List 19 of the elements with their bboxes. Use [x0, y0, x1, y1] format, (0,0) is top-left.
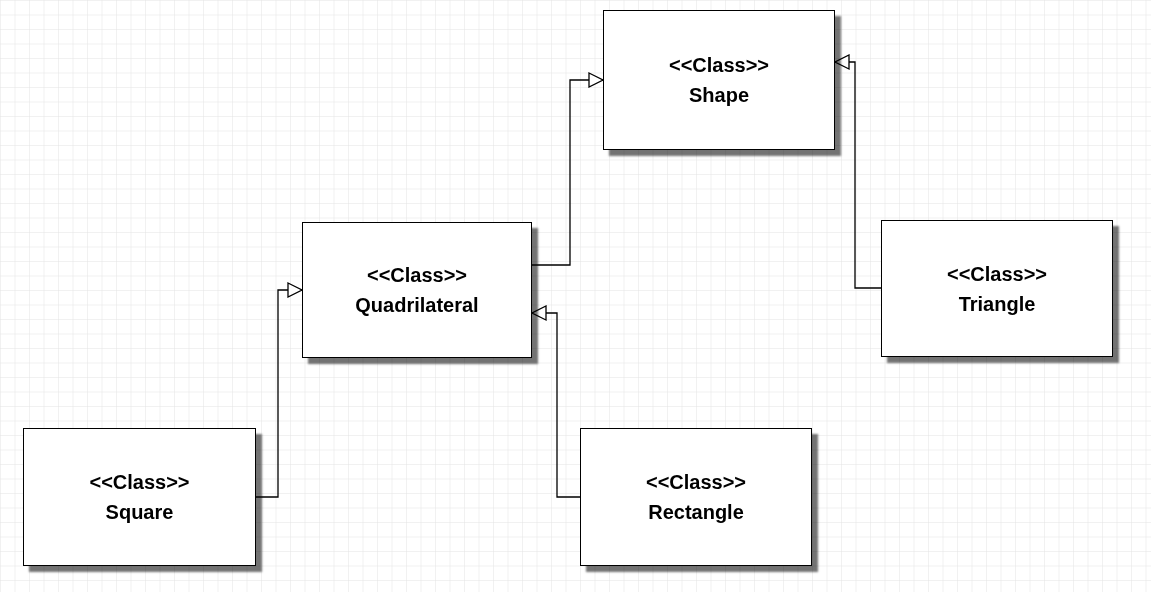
stereotype-label: <<Class>> [89, 470, 190, 495]
generalization-arrow [834, 54, 882, 289]
class-box [603, 10, 835, 150]
stereotype-label: <<Class>> [946, 261, 1048, 287]
generalization-arrow [531, 305, 581, 498]
class-box [580, 428, 812, 566]
generalization-arrow [255, 282, 303, 498]
generalization-arrow [531, 72, 604, 266]
stereotype-label: <<Class>> [366, 263, 468, 288]
class-name: Square [105, 500, 174, 525]
class-box [302, 222, 532, 358]
stereotype-label: <<Class>> [645, 470, 747, 495]
class-name: Triangle [958, 291, 1036, 317]
class-name: Rectangle [648, 500, 744, 525]
class-box [881, 220, 1113, 357]
class-name: Quadrilateral [355, 293, 479, 318]
class-box [23, 428, 256, 566]
class-name: Shape [689, 83, 749, 108]
stereotype-label: <<Class>> [668, 53, 770, 78]
